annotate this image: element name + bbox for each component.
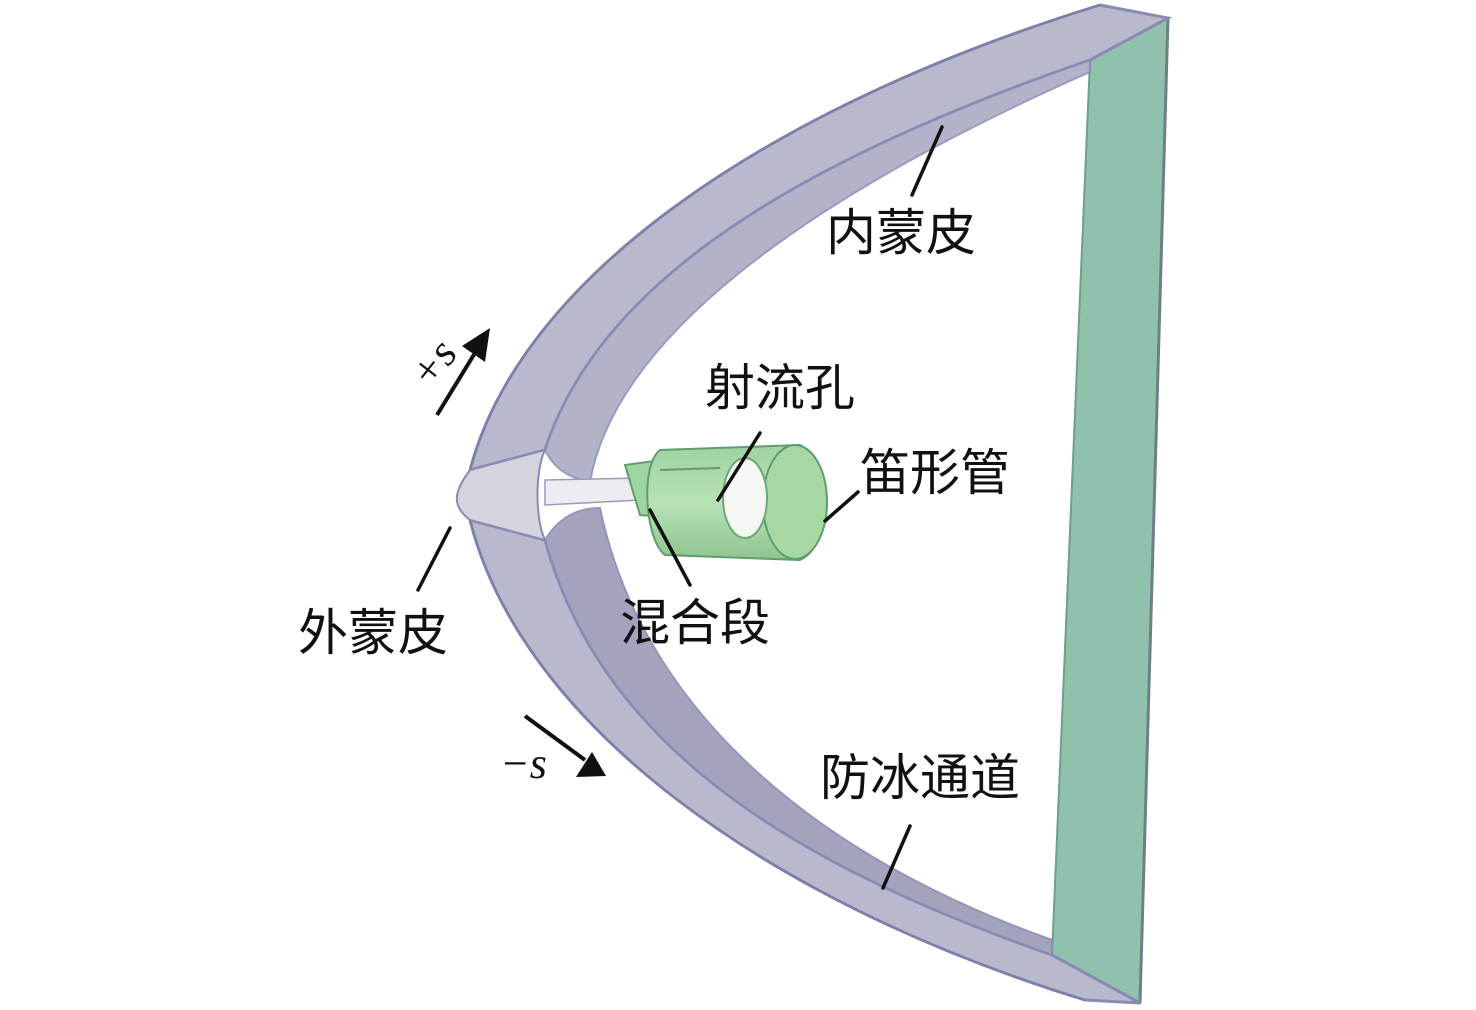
positive-s-arrow-shaft [435,346,480,417]
label-anti-icing-channel: 防冰通道 [820,749,1020,807]
leader-piccolo-tube [823,490,860,523]
lower-skin-inner-face [543,506,1053,957]
label-inner-skin: 内蒙皮 [826,204,976,262]
positive-s-arrowhead [462,328,490,362]
negative-s-arrowhead [576,752,606,777]
upper-skin-edge-line [469,4,1101,471]
tube-seam [659,467,721,471]
leader-jet-hole [716,431,762,502]
leader-lines [416,125,944,890]
leader-inner-skin [910,125,944,197]
lower-skin [467,506,1141,1005]
upper-skin-inner-face [543,58,1091,484]
leader-outer-skin [416,526,452,592]
label-positive-s: +s [399,330,466,397]
leader-mixing-section [648,508,692,587]
rear-wall-face [1050,16,1170,1005]
direction-arrows [435,328,606,777]
label-mixing-section: 混合段 [620,594,770,652]
rear-wall-edge [1138,17,1170,1004]
nose-face [455,448,547,542]
label-jet-hole: 射流孔 [705,359,855,417]
lower-skin-edge-line [469,519,1086,1001]
piccolo-tube [623,443,828,562]
mixing-gap [544,477,641,506]
label-outer-skin: 外蒙皮 [298,604,448,662]
rear-wall [1050,16,1170,1005]
label-negative-s: −s [500,739,547,788]
tube-end-cap [762,444,828,560]
tube-bore [722,457,768,539]
label-piccolo-tube: 笛形管 [860,444,1010,502]
negative-s-arrow-shaft [523,714,587,762]
leader-anti-icing-channel [881,824,912,890]
